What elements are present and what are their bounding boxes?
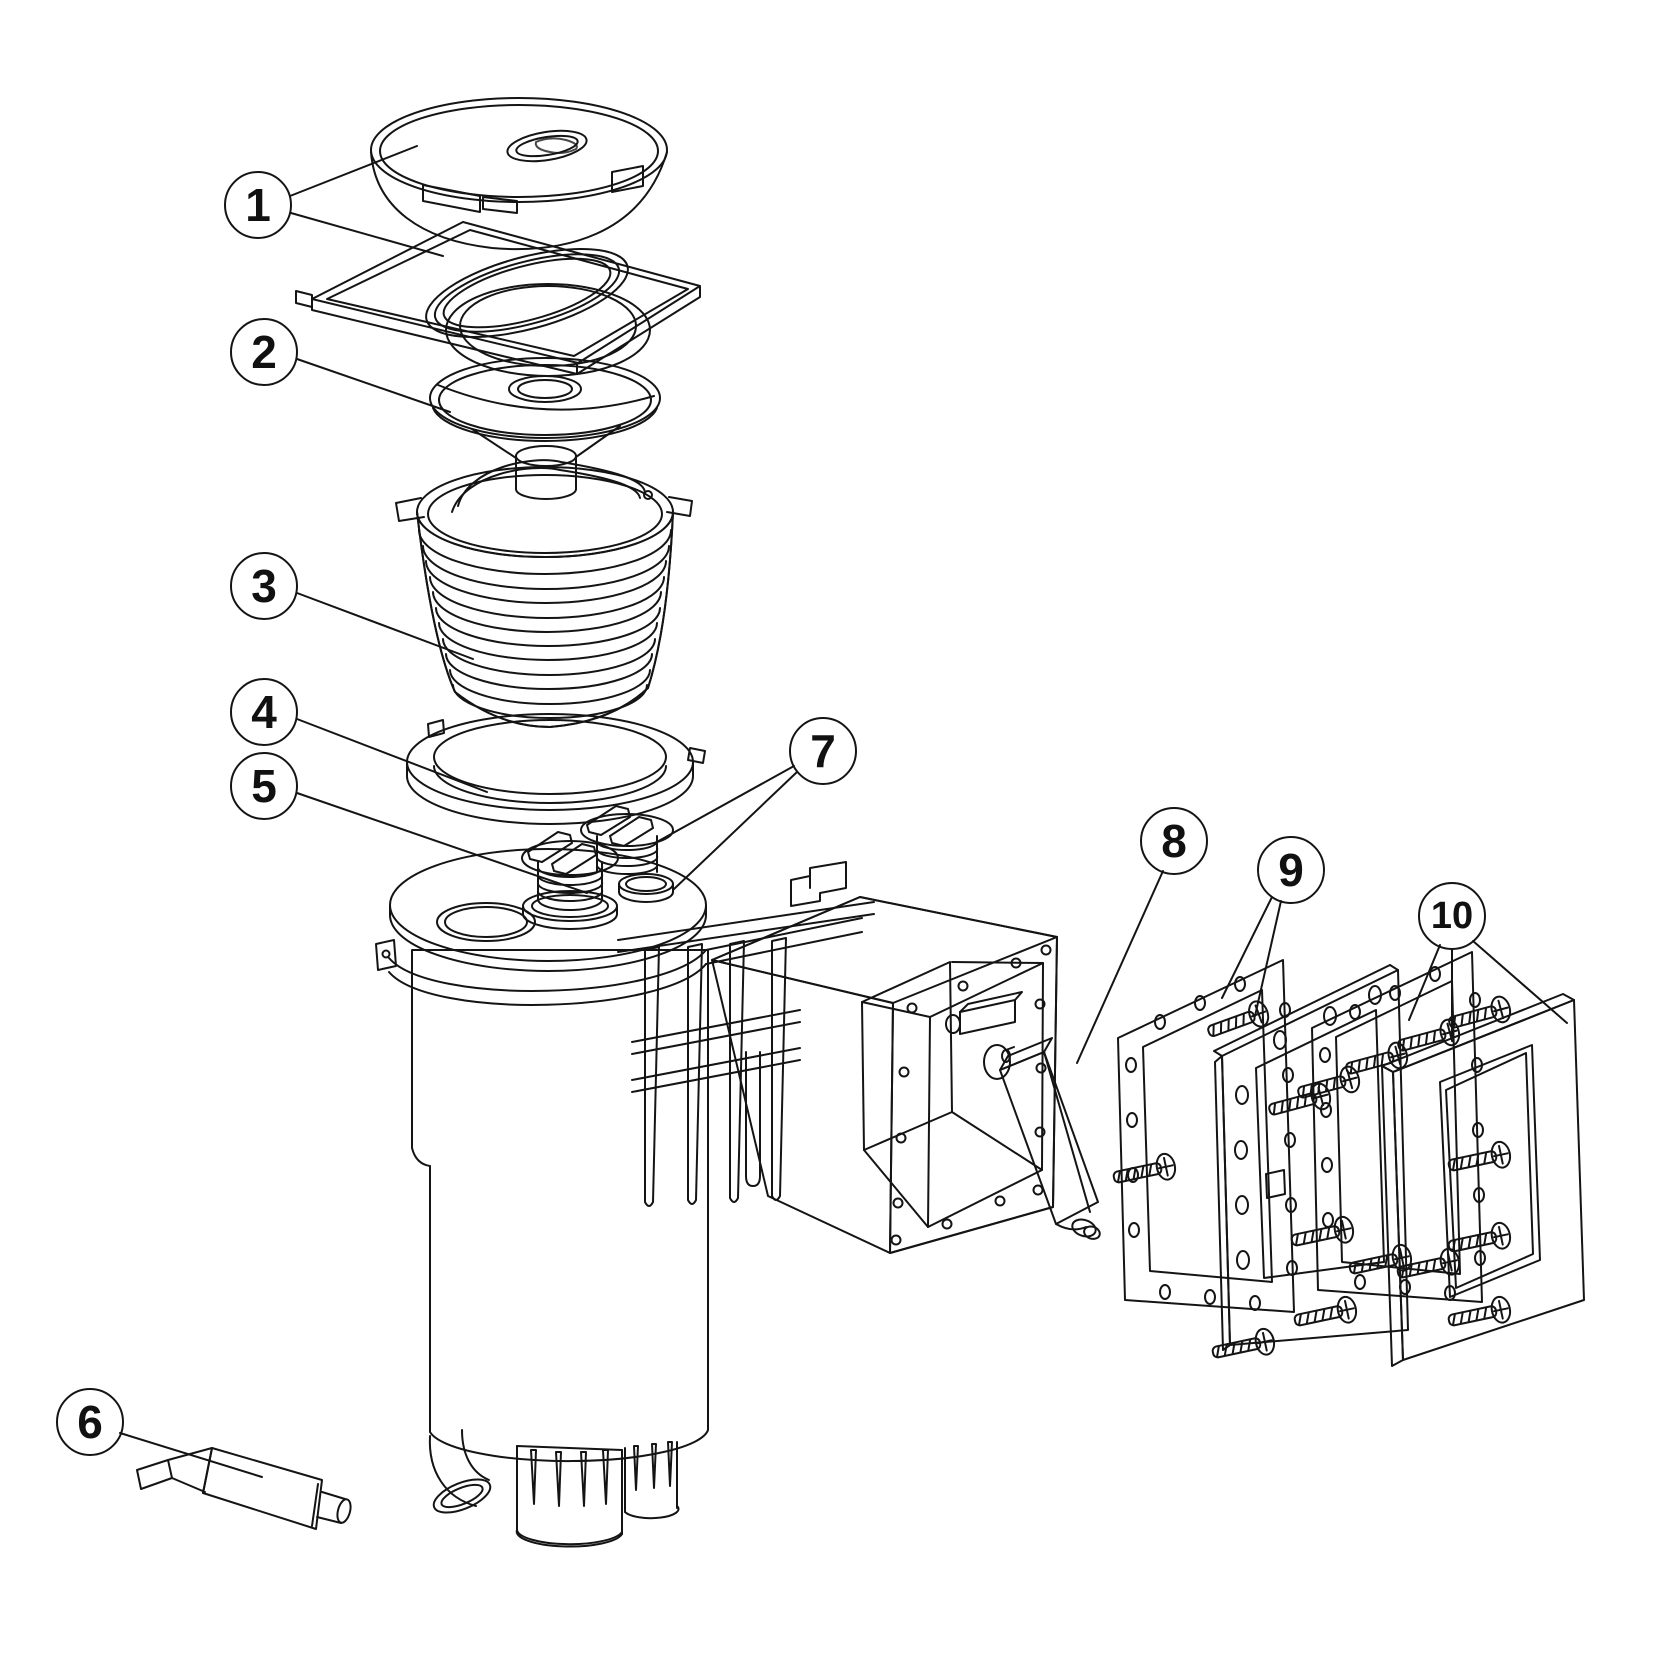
leader-line-9 (1221, 896, 1273, 999)
leader-line-10 (1472, 940, 1568, 1024)
callout-circle (1418, 882, 1486, 950)
skimmer-frame-square (295, 221, 701, 377)
weir-pivot (983, 1044, 1015, 1080)
tank-threaded-port-left (522, 890, 618, 930)
leader-line-9 (1254, 900, 1282, 1017)
callout-circle (230, 752, 298, 820)
callout-6: 6 (56, 1388, 124, 1456)
basket-rib (432, 591, 662, 633)
callout-9: 9 (1257, 836, 1325, 904)
gasket-rear (1311, 951, 1486, 1303)
leader-line-5 (296, 792, 588, 894)
callout-number: 10 (1431, 895, 1473, 937)
basket-ribs (418, 529, 672, 719)
callouts: 1 2 3 4 5 6 7 8 9 10 (56, 171, 1486, 1456)
callout-circle (230, 318, 298, 386)
callout-circle (230, 678, 298, 746)
callout-number: 6 (77, 1396, 103, 1448)
weir-latch-bracket (945, 991, 1023, 1035)
strainer-basket (395, 459, 693, 728)
callout-number: 2 (251, 326, 277, 378)
faceplate (1213, 964, 1409, 1351)
leader-lines (119, 145, 1568, 1478)
lid-logo-emblem (506, 129, 588, 163)
sealant-tube (136, 1447, 352, 1530)
tank-bottom-outlet-rear (624, 1441, 680, 1520)
leader-line-1 (289, 145, 418, 197)
callout-8: 8 (1140, 807, 1208, 875)
callout-circle (224, 171, 292, 239)
skimmer-mouth-flange (711, 896, 1058, 1254)
vacuum-diverter-plate (429, 357, 661, 500)
callout-3: 3 (230, 552, 298, 620)
callout-number: 3 (251, 560, 277, 612)
leader-line-7 (654, 765, 795, 844)
basket-rib (429, 576, 665, 619)
skimmer-throat (617, 861, 875, 1207)
gasket-front (1117, 959, 1298, 1313)
tank-drain-elbow (428, 1429, 492, 1514)
basket-rib (435, 607, 661, 647)
leader-line-4 (296, 718, 488, 793)
basket-handle (451, 459, 653, 513)
callout-circle (1140, 807, 1208, 875)
callout-number: 7 (810, 725, 836, 777)
callout-circle (789, 717, 857, 785)
callout-number: 9 (1278, 844, 1304, 896)
flange-screw-holes (890, 944, 1052, 1246)
leader-line-2 (296, 358, 451, 413)
callout-4: 4 (230, 678, 298, 746)
callout-2: 2 (230, 318, 298, 386)
winter-plug-right (580, 805, 674, 876)
callout-10: 10 (1418, 882, 1486, 950)
skimmer-lid-round (370, 97, 668, 251)
screw (1291, 1294, 1360, 1335)
basket-rib (449, 669, 651, 705)
faceplate-outer-frame (1381, 993, 1585, 1367)
tank-threaded-port-right (618, 873, 674, 903)
tank-top-opening (436, 902, 536, 942)
screw (1209, 1326, 1278, 1367)
callout-5: 5 (230, 752, 298, 820)
callout-7: 7 (789, 717, 857, 785)
basket-rib (442, 638, 656, 676)
callout-number: 5 (251, 760, 277, 812)
callout-number: 4 (251, 686, 277, 738)
leader-line-1 (290, 212, 444, 257)
basket-rib (425, 560, 667, 604)
leader-line-10 (1408, 944, 1441, 1021)
leader-line-8 (1076, 870, 1164, 1064)
callout-circle (230, 552, 298, 620)
callout-number: 1 (245, 179, 271, 231)
leader-line-3 (296, 592, 474, 660)
callout-circle (1257, 836, 1325, 904)
basket-rib (438, 622, 658, 661)
skimmer-tank-body (375, 848, 863, 1548)
basket-rib (422, 545, 670, 590)
callout-1: 1 (224, 171, 292, 239)
callout-circle (56, 1388, 124, 1456)
leader-line-6 (119, 1432, 263, 1478)
basket-rib (452, 684, 648, 719)
tank-bottom-outlet-front (515, 1445, 623, 1548)
retaining-ring (406, 713, 706, 825)
basket-rib (418, 529, 672, 575)
callout-number: 8 (1161, 815, 1187, 867)
basket-rib (445, 653, 653, 690)
leader-line-7 (672, 771, 798, 891)
weir-flap (999, 1037, 1101, 1240)
